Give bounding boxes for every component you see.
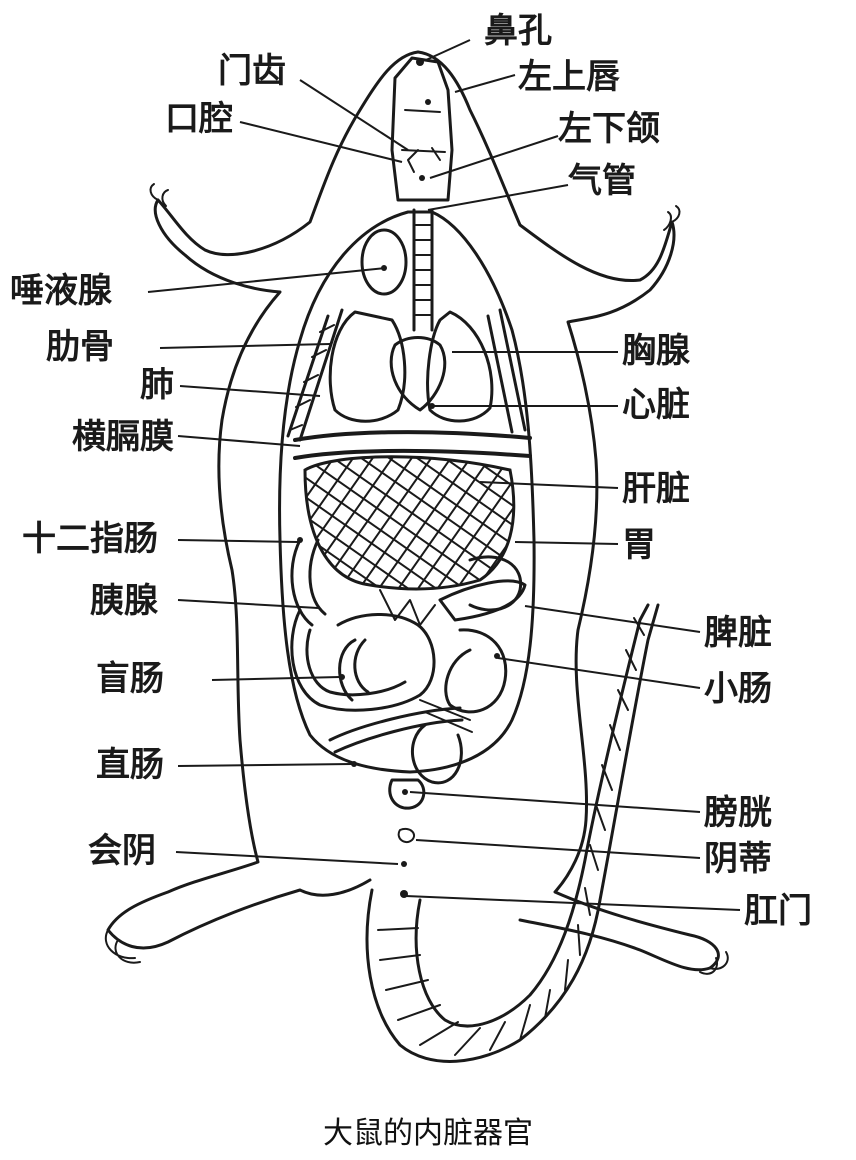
label-liver: 肝脏 bbox=[622, 469, 690, 509]
head bbox=[390, 56, 454, 202]
label-oral-cavity: 口腔 bbox=[165, 99, 233, 139]
label-perineum: 会阴 bbox=[88, 831, 156, 871]
label-spleen: 脾脏 bbox=[704, 613, 772, 653]
stomach-drawing bbox=[468, 555, 523, 612]
label-vagina: 阴蒂 bbox=[704, 839, 772, 879]
salivary-gland-drawing bbox=[360, 228, 408, 296]
body-cavity bbox=[278, 210, 536, 774]
label-left-upper-lip: 左上唇 bbox=[518, 57, 620, 97]
label-diaphragm: 横膈膜 bbox=[72, 417, 174, 457]
label-duodenum: 十二指肠 bbox=[22, 519, 158, 559]
label-lung: 肺 bbox=[140, 365, 174, 405]
label-stomach: 胃 bbox=[622, 525, 656, 565]
label-small-intestine: 小肠 bbox=[704, 669, 772, 709]
label-pancreas: 胰腺 bbox=[90, 581, 159, 621]
diaphragm-drawing bbox=[293, 430, 532, 460]
ribs-drawing bbox=[286, 308, 527, 442]
heart-drawing bbox=[389, 336, 447, 412]
duodenum-pancreas-drawing bbox=[290, 537, 436, 627]
label-cecum: 盲肠 bbox=[96, 659, 164, 699]
pelvic-organs-drawing bbox=[388, 778, 426, 898]
label-left-lower-jaw: 左下颌 bbox=[558, 109, 660, 149]
lungs-drawing bbox=[328, 310, 494, 423]
liver-drawing bbox=[303, 455, 516, 591]
figure-caption: 大鼠的内脏器官 bbox=[323, 1116, 533, 1151]
trachea-drawing bbox=[412, 208, 434, 332]
label-rib: 肋骨 bbox=[46, 327, 114, 367]
tail bbox=[365, 603, 660, 1063]
label-anus: 肛门 bbox=[744, 891, 812, 931]
label-rectum: 直肠 bbox=[96, 745, 164, 785]
label-salivary-gland: 唾液腺 bbox=[10, 271, 113, 311]
label-trachea: 气管 bbox=[567, 161, 636, 201]
label-nostril: 鼻孔 bbox=[484, 11, 552, 51]
labels: 鼻孔 门齿 左上唇 口腔 左下颌 气管 唾液腺 肋骨 肺 横膈膜 十二指肠 胰腺… bbox=[10, 11, 812, 931]
label-heart: 心脏 bbox=[622, 385, 690, 425]
label-incisor: 门齿 bbox=[218, 51, 286, 91]
body-outline bbox=[105, 50, 729, 975]
label-bladder: 膀胱 bbox=[704, 793, 772, 833]
leader-lines bbox=[147, 39, 741, 911]
intestines-drawing bbox=[290, 608, 508, 785]
label-thymus: 胸腺 bbox=[622, 331, 691, 371]
spleen-drawing bbox=[438, 579, 527, 622]
